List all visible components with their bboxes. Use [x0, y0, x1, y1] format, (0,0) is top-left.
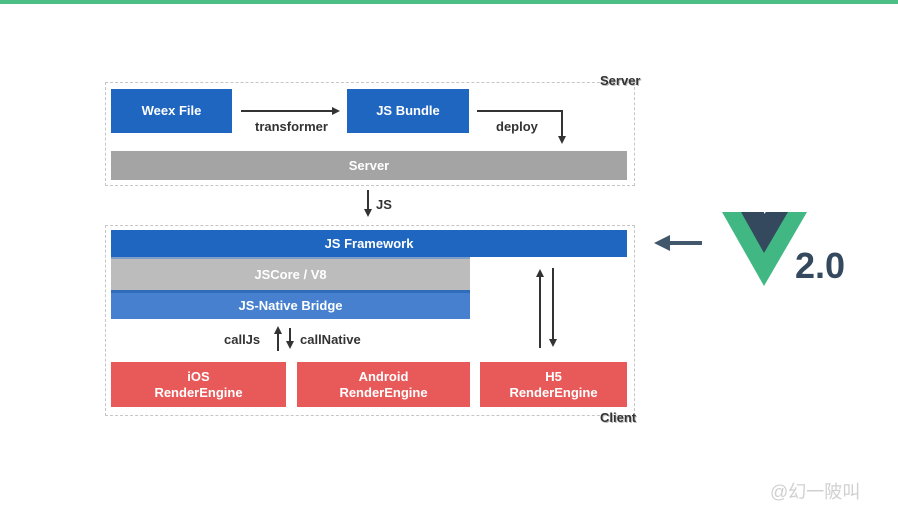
js-bundle-box: JS Bundle	[347, 89, 469, 133]
vue-version-label: 2.0	[795, 245, 846, 286]
android-renderengine-box: Android RenderEngine	[297, 362, 470, 407]
server-group-label: Server	[600, 73, 641, 88]
js-arrow-label: JS	[376, 197, 392, 212]
callnative-label: callNative	[300, 332, 361, 347]
vue-logo-icon	[722, 212, 807, 286]
client-group-label: Client	[600, 410, 637, 425]
transformer-label: transformer	[255, 119, 328, 134]
server-group	[105, 82, 635, 186]
weex-file-box: Weex File	[111, 89, 232, 133]
deploy-label: deploy	[496, 119, 538, 134]
top-accent-bar	[0, 0, 898, 4]
js-native-bridge-box: JS-Native Bridge	[111, 290, 470, 319]
js-framework-bar: JS Framework	[111, 230, 627, 257]
calljs-label: callJs	[224, 332, 261, 347]
deploy-arrow	[477, 110, 566, 144]
client-group	[105, 225, 635, 416]
h5-renderengine-box: H5 RenderEngine	[480, 362, 627, 407]
watermark-text: @幻一陂叫	[770, 482, 861, 502]
ios-renderengine-box: iOS RenderEngine	[111, 362, 286, 407]
server-bar: Server	[111, 151, 627, 180]
jscore-box: JSCore / V8	[111, 257, 470, 290]
